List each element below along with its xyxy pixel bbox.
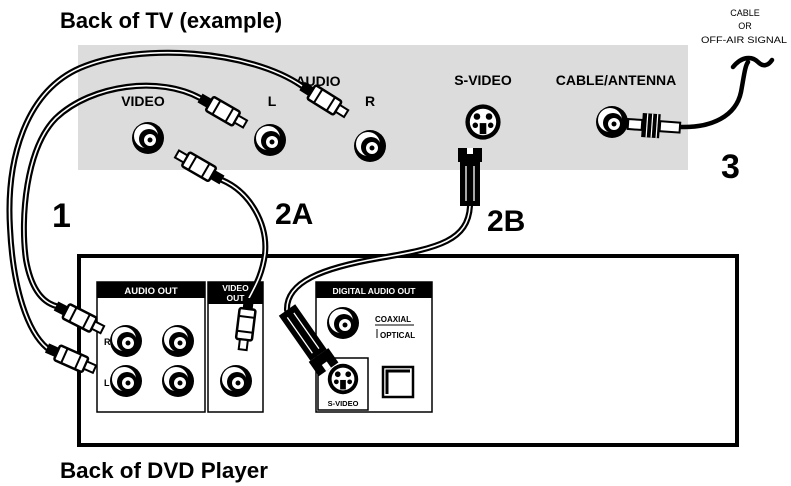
tv-audio-left-jack <box>254 124 286 156</box>
tv-audio-right-jack <box>354 130 386 162</box>
tv-s-video-plug <box>457 147 483 207</box>
tv-audio-right-label: R <box>365 93 375 109</box>
dvd-title: Back of DVD Player <box>60 458 268 483</box>
dvd-digital-audio-out-header: DIGITAL AUDIO OUT <box>333 286 417 296</box>
dvd-audio-left-jack-1 <box>110 365 142 397</box>
dvd-digital-audio-out-header-bar <box>316 282 432 298</box>
step-1-label: 1 <box>52 197 71 235</box>
dvd-optical-label: OPTICAL <box>380 331 415 340</box>
dvd-s-video-jack <box>327 363 359 395</box>
dvd-video-out-header-line-1: VIDEO <box>222 283 249 293</box>
antenna-cable-end-curl <box>730 55 775 70</box>
dvd-video-out-header-line-2: OUT <box>227 293 246 303</box>
audio-cable-b-core <box>23 84 201 307</box>
tv-cable-antenna-label: CABLE/ANTENNA <box>556 72 677 88</box>
signal-source-line-1: CABLE <box>730 8 760 18</box>
dvd-audio-left-jack-2 <box>162 365 194 397</box>
dvd-s-video-label: S-VIDEO <box>328 399 359 408</box>
dvd-audio-right-jack-1 <box>110 325 142 357</box>
step-3-label: 3 <box>721 148 740 186</box>
dvd-video-out-jack <box>220 365 252 397</box>
dvd-coaxial-jack <box>327 307 359 339</box>
dvd-audio-out-header-bar <box>97 282 205 298</box>
dvd-audio-right-label: R <box>104 337 111 347</box>
s-video-cable-core <box>286 205 471 311</box>
tv-cable-antenna-jack <box>596 106 628 138</box>
signal-source-line-2: OR <box>738 21 752 31</box>
step-2b-label: 2B <box>487 205 525 238</box>
audio-cable-a-core <box>8 51 303 349</box>
tv-title: Back of TV (example) <box>60 8 282 33</box>
dvd-audio-out-header: AUDIO OUT <box>124 286 178 297</box>
dvd-optical-port-shade <box>385 369 410 394</box>
tv-s-video-jack <box>465 104 501 140</box>
tv-audio-left-label: L <box>268 93 277 109</box>
tv-s-video-label: S-VIDEO <box>454 72 512 88</box>
video-cable-core <box>221 179 267 299</box>
tv-video-label: VIDEO <box>121 93 165 109</box>
tv-video-jack <box>132 122 164 154</box>
dvd-audio-right-jack-2 <box>162 325 194 357</box>
dvd-coaxial-label: COAXIAL <box>375 315 411 324</box>
antenna-cable <box>677 59 751 130</box>
step-2a-label: 2A <box>275 198 313 231</box>
dvd-audio-left-label: L <box>104 378 110 388</box>
signal-source-line-3: OFF-AIR SIGNAL <box>701 35 787 45</box>
